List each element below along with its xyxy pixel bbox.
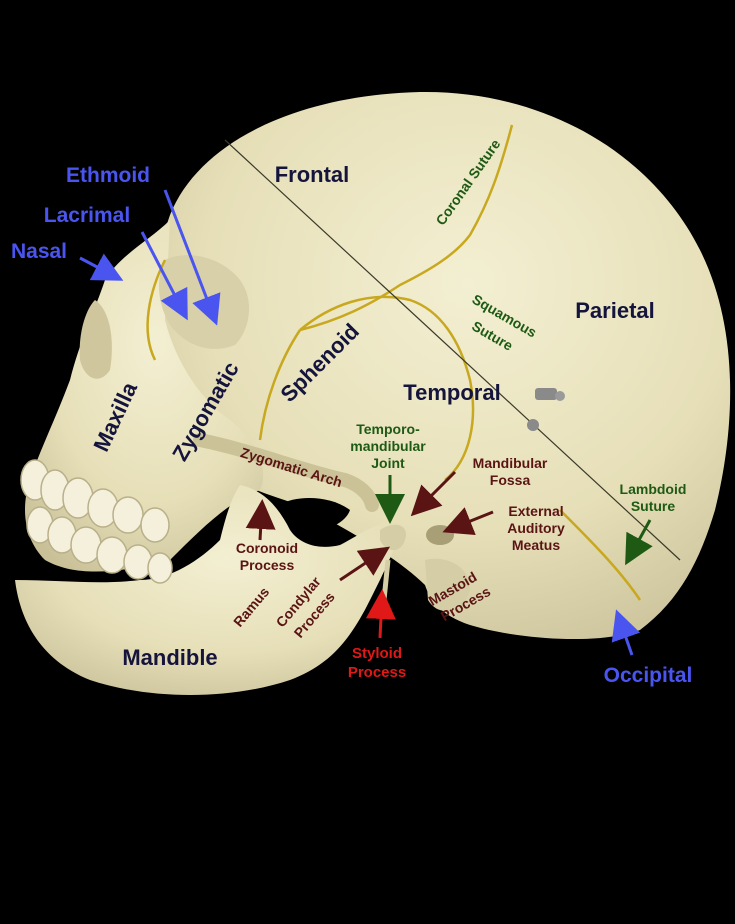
blue-arrows <box>79 189 641 656</box>
label-parietal: Parietal <box>575 298 655 323</box>
guide-line <box>224 139 681 561</box>
label-mandibular-fossa-2: Fossa <box>490 472 531 488</box>
label-ethmoid: Ethmoid <box>66 164 150 187</box>
lambdoid-suture-line <box>559 509 642 601</box>
mastoid-bone <box>425 558 470 611</box>
label-lacrimal: Lacrimal <box>44 204 130 227</box>
blue-labels: Ethmoid Lacrimal Nasal Occipital <box>11 164 692 687</box>
label-tmj-1: Temporo- <box>356 421 420 437</box>
mandibular-notch <box>280 498 350 532</box>
label-occipital: Occipital <box>604 664 693 687</box>
label-coronoid-2: Process <box>240 557 295 573</box>
label-frontal: Frontal <box>275 162 350 187</box>
zygomatic-arch-bone <box>193 433 379 512</box>
label-temporal: Temporal <box>403 380 500 405</box>
arrow-styloid <box>365 589 396 639</box>
label-lambdoid-2: Suture <box>631 498 676 514</box>
nasal-cavity <box>79 300 112 379</box>
arrow-ethmoid <box>163 189 221 326</box>
arrow-lacrimal <box>140 231 188 321</box>
label-mandible: Mandible <box>122 645 217 670</box>
condyle <box>380 524 406 551</box>
label-mandibular-fossa-1: Mandibular <box>473 455 548 471</box>
arrow-occipital <box>611 609 641 656</box>
squamous-suture-line <box>299 295 475 481</box>
label-tmj-2: mandibular <box>350 438 426 454</box>
label-lambdoid-1: Lambdoid <box>620 481 687 497</box>
sphenoid-suture-line <box>258 329 302 441</box>
label-styloid-1: Styloid <box>352 645 402 662</box>
label-external-auditory-2: Auditory <box>507 520 565 536</box>
arrow-coronoid <box>245 499 276 541</box>
arrow-condylar <box>339 546 390 582</box>
arrow-mandibular-fossa <box>410 470 457 517</box>
mandible-shape <box>15 485 400 695</box>
arrow-lambdoid <box>625 519 653 566</box>
hinge-pin <box>527 388 565 431</box>
sutures <box>146 124 642 601</box>
red-labels: Styloid Process <box>348 645 406 681</box>
skull-illustration <box>15 91 731 695</box>
maroon-arrows <box>245 470 494 582</box>
teeth <box>20 459 173 584</box>
green-arrows <box>375 475 653 566</box>
label-coronoid-1: Coronoid <box>236 540 298 556</box>
coronal-suture-line <box>299 124 514 332</box>
label-external-auditory-1: External <box>508 503 563 519</box>
arrow-external-auditory <box>442 507 494 536</box>
arrow-nasal <box>79 253 124 281</box>
label-tmj-3: Joint <box>371 455 405 471</box>
label-nasal: Nasal <box>11 240 67 263</box>
label-styloid-2: Process <box>348 664 406 681</box>
label-external-auditory-3: Meatus <box>512 537 560 553</box>
